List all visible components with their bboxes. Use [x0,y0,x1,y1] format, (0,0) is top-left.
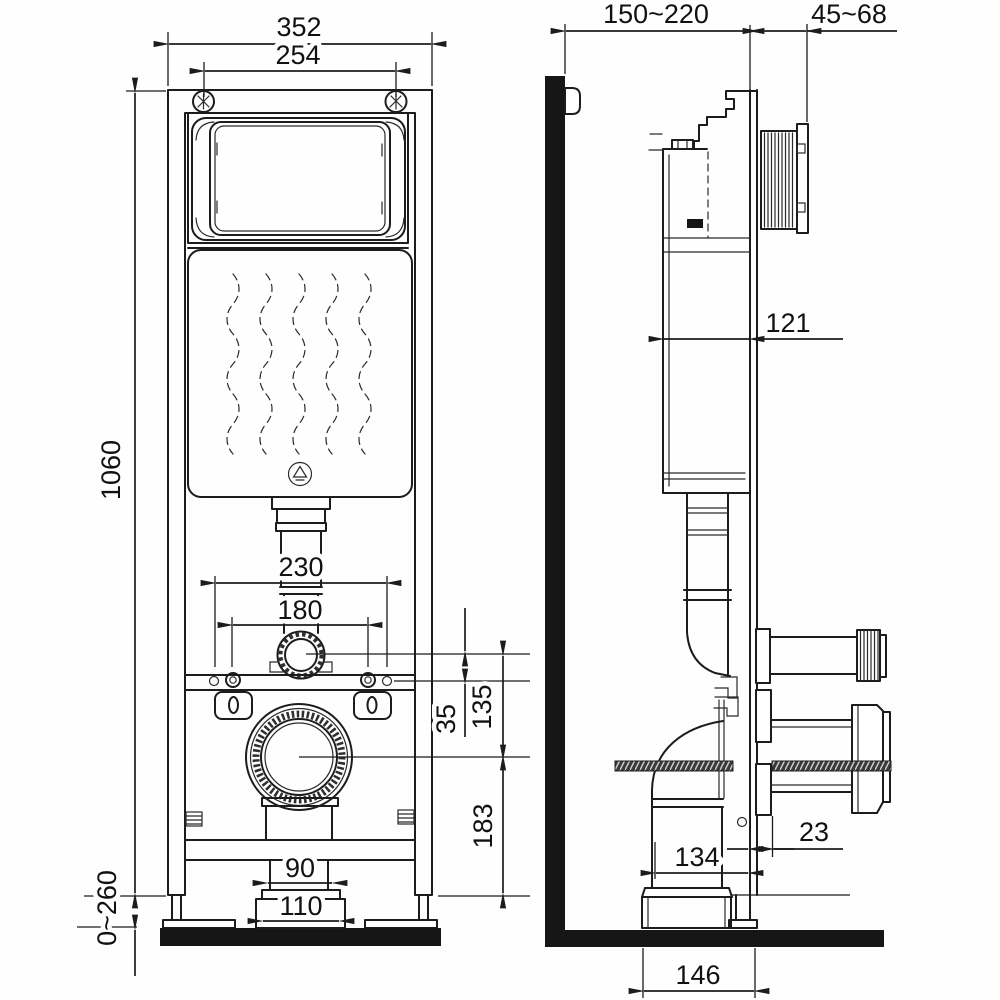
dim-label-outlet-center-to-base: 183 [468,803,498,848]
drain-elbow-side [641,720,748,929]
dimension-frame-height: 1060 [84,77,166,909]
fixing-bar [184,672,416,720]
dim-label-actuator-depth-range: 45~68 [811,0,887,29]
dim-label-foot-height-range: 0~260 [92,870,122,946]
dim-label-overall-width: 352 [276,12,321,42]
dim-label-frame-to-connector: 23 [799,817,829,847]
flush-pipe-front [271,496,331,634]
dimension-frame-to-connector: 23 [727,813,843,857]
wall-section [545,76,565,945]
dim-label-fixing-spacing-inner: 180 [277,595,322,625]
dim-label-fixing-spacing-outer: 230 [278,552,323,582]
dim-label-cistern-depth: 121 [765,308,810,338]
frame-foot-side [735,894,751,921]
frame-foot-plate-side [728,919,758,929]
dim-label-outlet-base-width: 110 [279,891,322,921]
threaded-rod-right [771,760,892,772]
dimension-fixing-spacing-outer: 230 [200,548,402,667]
rail-clip-right [397,809,415,825]
wall-hook [564,87,581,115]
dimension-fixing-spacing-inner: 180 [217,591,383,667]
dimension-outlet-center-to-base: 183 [464,744,507,909]
threaded-rod-left [614,760,734,772]
access-panel [187,112,409,249]
floor-plate-front [160,928,441,946]
outlet-drop-pipe [184,797,416,929]
side-view [545,25,892,947]
tank-texture-waves [226,273,372,455]
soil-connector-pipe [755,689,891,816]
dim-label-outlet-neck-width: 90 [285,853,315,883]
dim-label-supply-to-outlet-center: 135 [467,684,497,729]
dimension-supply-to-outlet-center: 135 [463,640,507,771]
supply-fitting [269,630,333,680]
dim-label-wall-to-frame-depth: 150~220 [603,0,709,29]
rail-clip-left [185,811,203,827]
floor-section [545,930,884,947]
frame-rails [167,89,433,896]
foot-plate-left [162,919,236,929]
dimension-outlet-base-width: 110 [247,887,355,926]
actuator-sleeve [760,123,809,234]
dimension-outlet-neck-width: 90 [252,849,348,888]
flush-connector-pipe [755,628,887,684]
dimension-annotations: 352 254 1060 0~260 230 [77,0,897,998]
flush-bend-side [683,492,739,799]
dimension-drain-to-frame-base: 146 [628,948,770,998]
cistern-tank-front [187,249,413,498]
dim-label-drain-to-frame-base: 146 [675,960,720,990]
front-view [160,89,441,946]
dimension-foot-height-range: 0~260 [77,866,139,976]
dimension-top-fixing-spacing: 254 [189,36,411,97]
foot-plate-right [364,919,438,929]
dimension-supply-to-fixing-row: 35 [427,608,469,739]
dimension-actuator-depth-range: 45~68 [742,0,897,122]
frame-feet [171,894,429,921]
dim-label-supply-to-fixing-row: 35 [431,704,461,734]
dim-label-frame-height: 1060 [96,440,126,500]
dim-label-drain-offset: 134 [674,842,719,872]
dimension-drain-offset: 134 [640,838,764,879]
cistern-tank-side [648,90,758,494]
material-logo-icon [287,461,313,487]
dimension-overall-width: 352 [153,8,447,86]
dimension-cistern-depth: 121 [648,304,843,343]
dimension-wall-to-frame-depth: 150~220 [550,0,765,74]
dim-label-top-fixing-spacing: 254 [275,40,320,70]
